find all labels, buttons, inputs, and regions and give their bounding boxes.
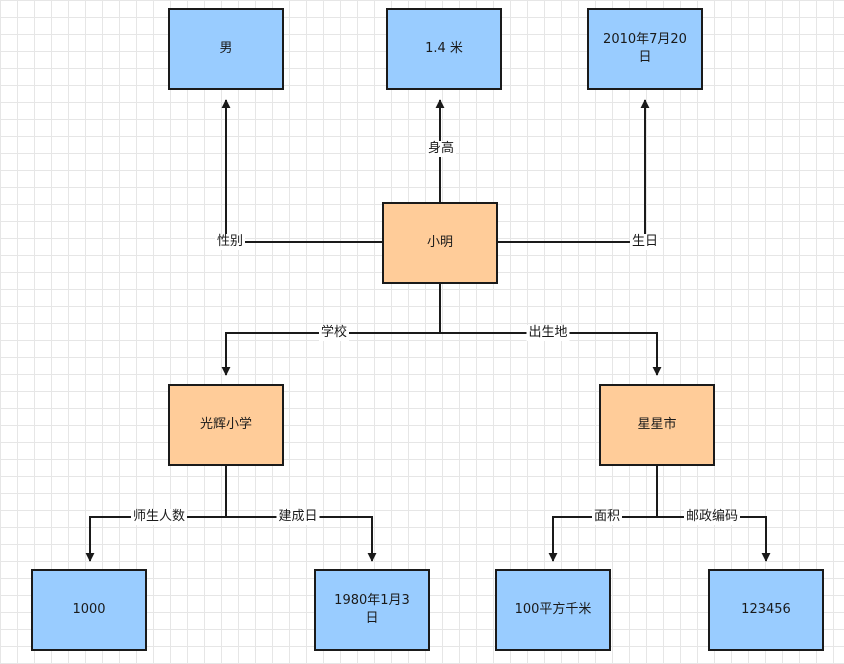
node-school-text: 光辉小学	[199, 417, 252, 433]
edge-label-height: 身高	[425, 141, 457, 157]
node-birthday-value-text: 2010年7月20 日	[603, 32, 687, 65]
node-gender-value-text: 男	[219, 41, 233, 57]
node-postal-code[interactable]: 123456	[708, 569, 824, 651]
node-birthday-value[interactable]: 2010年7月20 日	[587, 8, 703, 90]
edge-label-postal-code: 邮政编码	[683, 509, 741, 525]
node-height-value[interactable]: 1.4 米	[386, 8, 502, 90]
edge-label-founded: 建成日	[276, 509, 320, 525]
node-student-count[interactable]: 1000	[31, 569, 147, 651]
node-area-text: 100平方千米	[514, 602, 592, 618]
edge-label-gender: 性别	[214, 234, 246, 250]
node-height-value-text: 1.4 米	[425, 41, 463, 57]
node-birthplace[interactable]: 星星市	[599, 384, 715, 466]
node-founded-date[interactable]: 1980年1月3 日	[314, 569, 430, 651]
node-birthplace-text: 星星市	[637, 417, 677, 433]
edge-gender-line	[221, 99, 382, 243]
node-xiaoming-text: 小明	[426, 235, 453, 251]
edge-label-school: 学校	[318, 325, 350, 341]
edge-label-birthday: 生日	[629, 234, 661, 250]
node-area[interactable]: 100平方千米	[495, 569, 611, 651]
node-postal-code-text: 123456	[741, 602, 791, 618]
node-gender-value[interactable]: 男	[168, 8, 284, 90]
edge-founded-line	[226, 516, 377, 562]
node-student-count-text: 1000	[72, 602, 106, 618]
node-xiaoming[interactable]: 小明	[382, 202, 498, 284]
edge-birthplace-line	[440, 332, 662, 376]
node-founded-date-text: 1980年1月3 日	[334, 593, 410, 626]
edge-label-area: 面积	[591, 509, 623, 525]
edge-label-birthplace: 出生地	[526, 325, 570, 341]
node-school[interactable]: 光辉小学	[168, 384, 284, 466]
edge-label-teacher-student-count: 师生人数	[130, 509, 188, 525]
edge-birthday-line	[497, 99, 650, 243]
